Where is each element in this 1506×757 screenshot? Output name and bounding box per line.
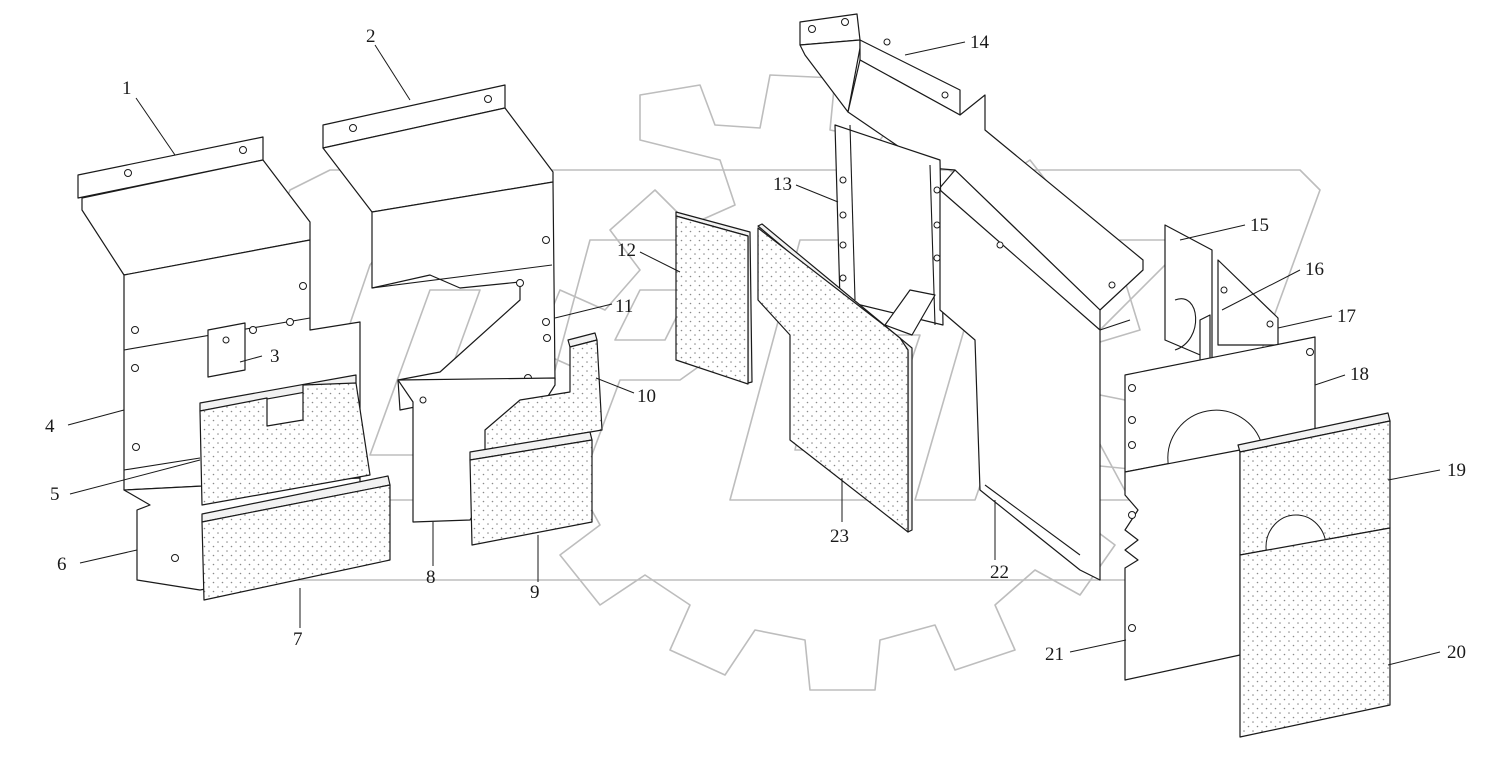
part-17-bracket: [1217, 259, 1279, 346]
callout-16: 16: [1305, 259, 1324, 280]
part-22-large-panel: [939, 189, 1131, 581]
part-12-foam-block: [675, 211, 753, 385]
callout-15: 15: [1250, 215, 1269, 236]
callout-11: 11: [615, 296, 633, 317]
callout-18: 18: [1350, 364, 1369, 385]
part-3-plate-cutout: [207, 322, 246, 378]
callout-12: 12: [617, 240, 636, 261]
callout-8: 8: [426, 567, 436, 588]
part-23-foam-panel: [757, 223, 936, 533]
callout-13: 13: [773, 174, 792, 195]
part-7-foam-block: [201, 475, 391, 601]
callout-2: 2: [366, 26, 376, 47]
callout-22: 22: [990, 562, 1009, 583]
part-13-side-rail: [834, 124, 944, 326]
leader-lines: [67, 41, 1441, 666]
part-2-top-bracket: [322, 84, 554, 213]
callout-17: 17: [1337, 306, 1356, 327]
callout-20: 20: [1447, 642, 1466, 663]
callout-19: 19: [1447, 460, 1466, 481]
callout-5: 5: [50, 484, 60, 505]
part-16-tube: [1199, 314, 1211, 363]
callout-21: 21: [1045, 644, 1064, 665]
part-5-foam-block: [199, 374, 371, 506]
callout-6: 6: [57, 554, 67, 575]
callout-4: 4: [45, 416, 55, 437]
part-9-foam-block: [469, 431, 593, 546]
part-10-foam-shaped: [484, 332, 603, 451]
callout-10: 10: [637, 386, 656, 407]
callout-3: 3: [270, 346, 280, 367]
part-20-foam-panel: [1239, 527, 1391, 738]
part-21-plate: [1124, 449, 1241, 681]
callout-23: 23: [830, 526, 849, 547]
callout-14: 14: [970, 32, 990, 53]
part-14-top-frame: [799, 13, 1144, 336]
callout-1: 1: [122, 78, 132, 99]
part-1-top-bracket: [77, 136, 311, 276]
callout-labels: 1 2 3 4 5 6 7 8 9 10 11 12 13 14 15 16 1…: [45, 26, 1466, 665]
callout-9: 9: [530, 582, 540, 603]
callout-7: 7: [293, 629, 303, 650]
